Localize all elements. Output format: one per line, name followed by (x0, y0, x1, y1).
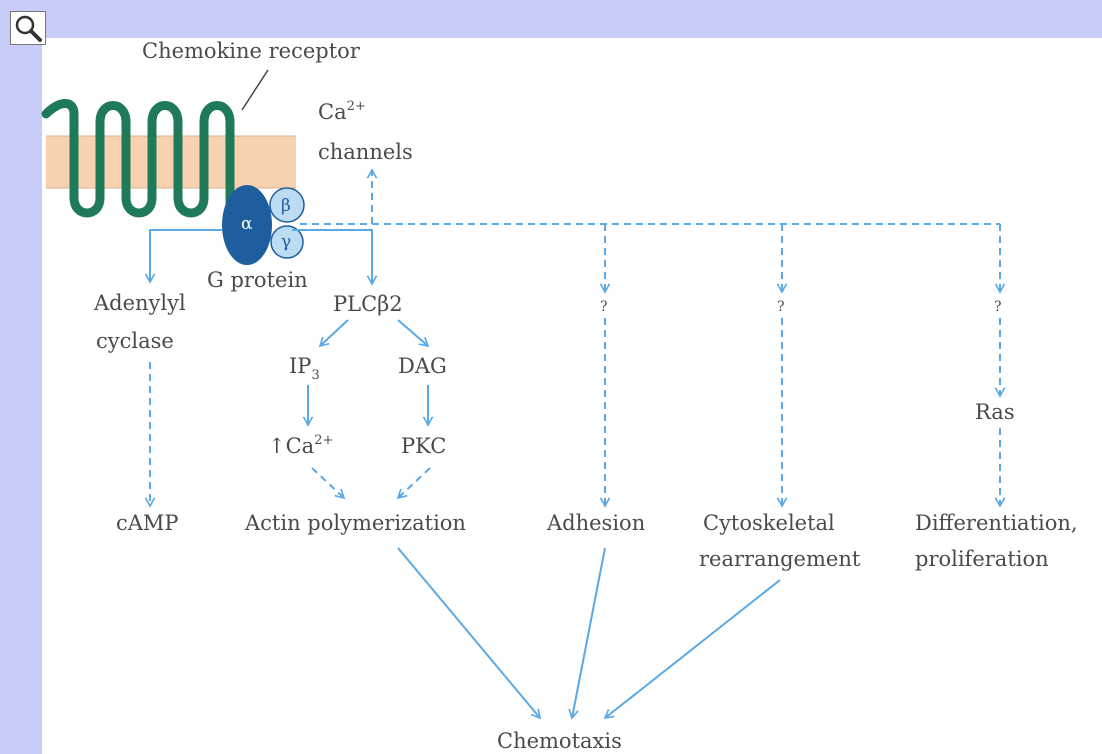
arrow-actin-to-chemotaxis (397, 547, 542, 720)
ca-channels-label: Ca2+ (318, 99, 366, 124)
unknown-cytoskeletal-label: ? (777, 299, 785, 315)
arrow-ca-to-actin (311, 467, 346, 500)
g-beta-subunit (269, 187, 305, 223)
arrow-to-plc (292, 229, 378, 286)
g-gamma-subunit (270, 225, 304, 259)
alpha-label: α (241, 214, 253, 234)
arrow-plc-to-dag (397, 319, 430, 348)
unknown-ras-label: ? (994, 299, 1002, 315)
magnifier-icon (15, 15, 42, 42)
g-protein-label: G protein (207, 268, 308, 292)
pkc-label: PKC (401, 434, 446, 458)
differentiation-label: Differentiation, (915, 511, 1078, 535)
ip3-label: IP3 (289, 354, 320, 383)
arrow-cytoskeletal-to-chemotaxis (603, 579, 781, 720)
chemokine-receptor (41, 99, 253, 219)
ca-increase-label: ↑Ca2+ (268, 433, 333, 458)
arrow-adhesion-to-chemotaxis (568, 547, 606, 720)
cytoskeletal-label: Cytoskeletal (703, 511, 835, 535)
ras-label: Ras (975, 400, 1015, 424)
g-alpha-subunit (222, 185, 272, 265)
arrow-plc-to-ip3 (318, 319, 349, 348)
zoom-button[interactable] (10, 11, 46, 45)
cytoskeletal-label-line2: rearrangement (699, 547, 861, 571)
arrow-pkc-to-actin (396, 467, 431, 500)
cell-membrane (46, 136, 296, 188)
unknown-adhesion-label: ? (600, 299, 608, 315)
adenylyl-cyclase-label: Adenylyl (93, 291, 186, 315)
camp-label: cAMP (116, 511, 179, 535)
chemotaxis-label: Chemotaxis (497, 729, 622, 753)
differentiation-label-line2: proliferation (915, 547, 1049, 571)
dag-label: DAG (398, 354, 447, 378)
beta-label: β (281, 196, 291, 216)
actin-polymerization-label: Actin polymerization (244, 511, 466, 535)
adenylyl-cyclase-label-line2: cyclase (96, 329, 174, 353)
plc-beta2-label: PLCβ2 (333, 292, 403, 316)
receptor-label: Chemokine receptor (142, 39, 361, 63)
gamma-label: γ (281, 232, 291, 252)
adhesion-label: Adhesion (546, 511, 645, 535)
ca-channels-label-line2: channels (318, 140, 413, 164)
arrow-to-adenylyl-cyclase (144, 229, 222, 284)
